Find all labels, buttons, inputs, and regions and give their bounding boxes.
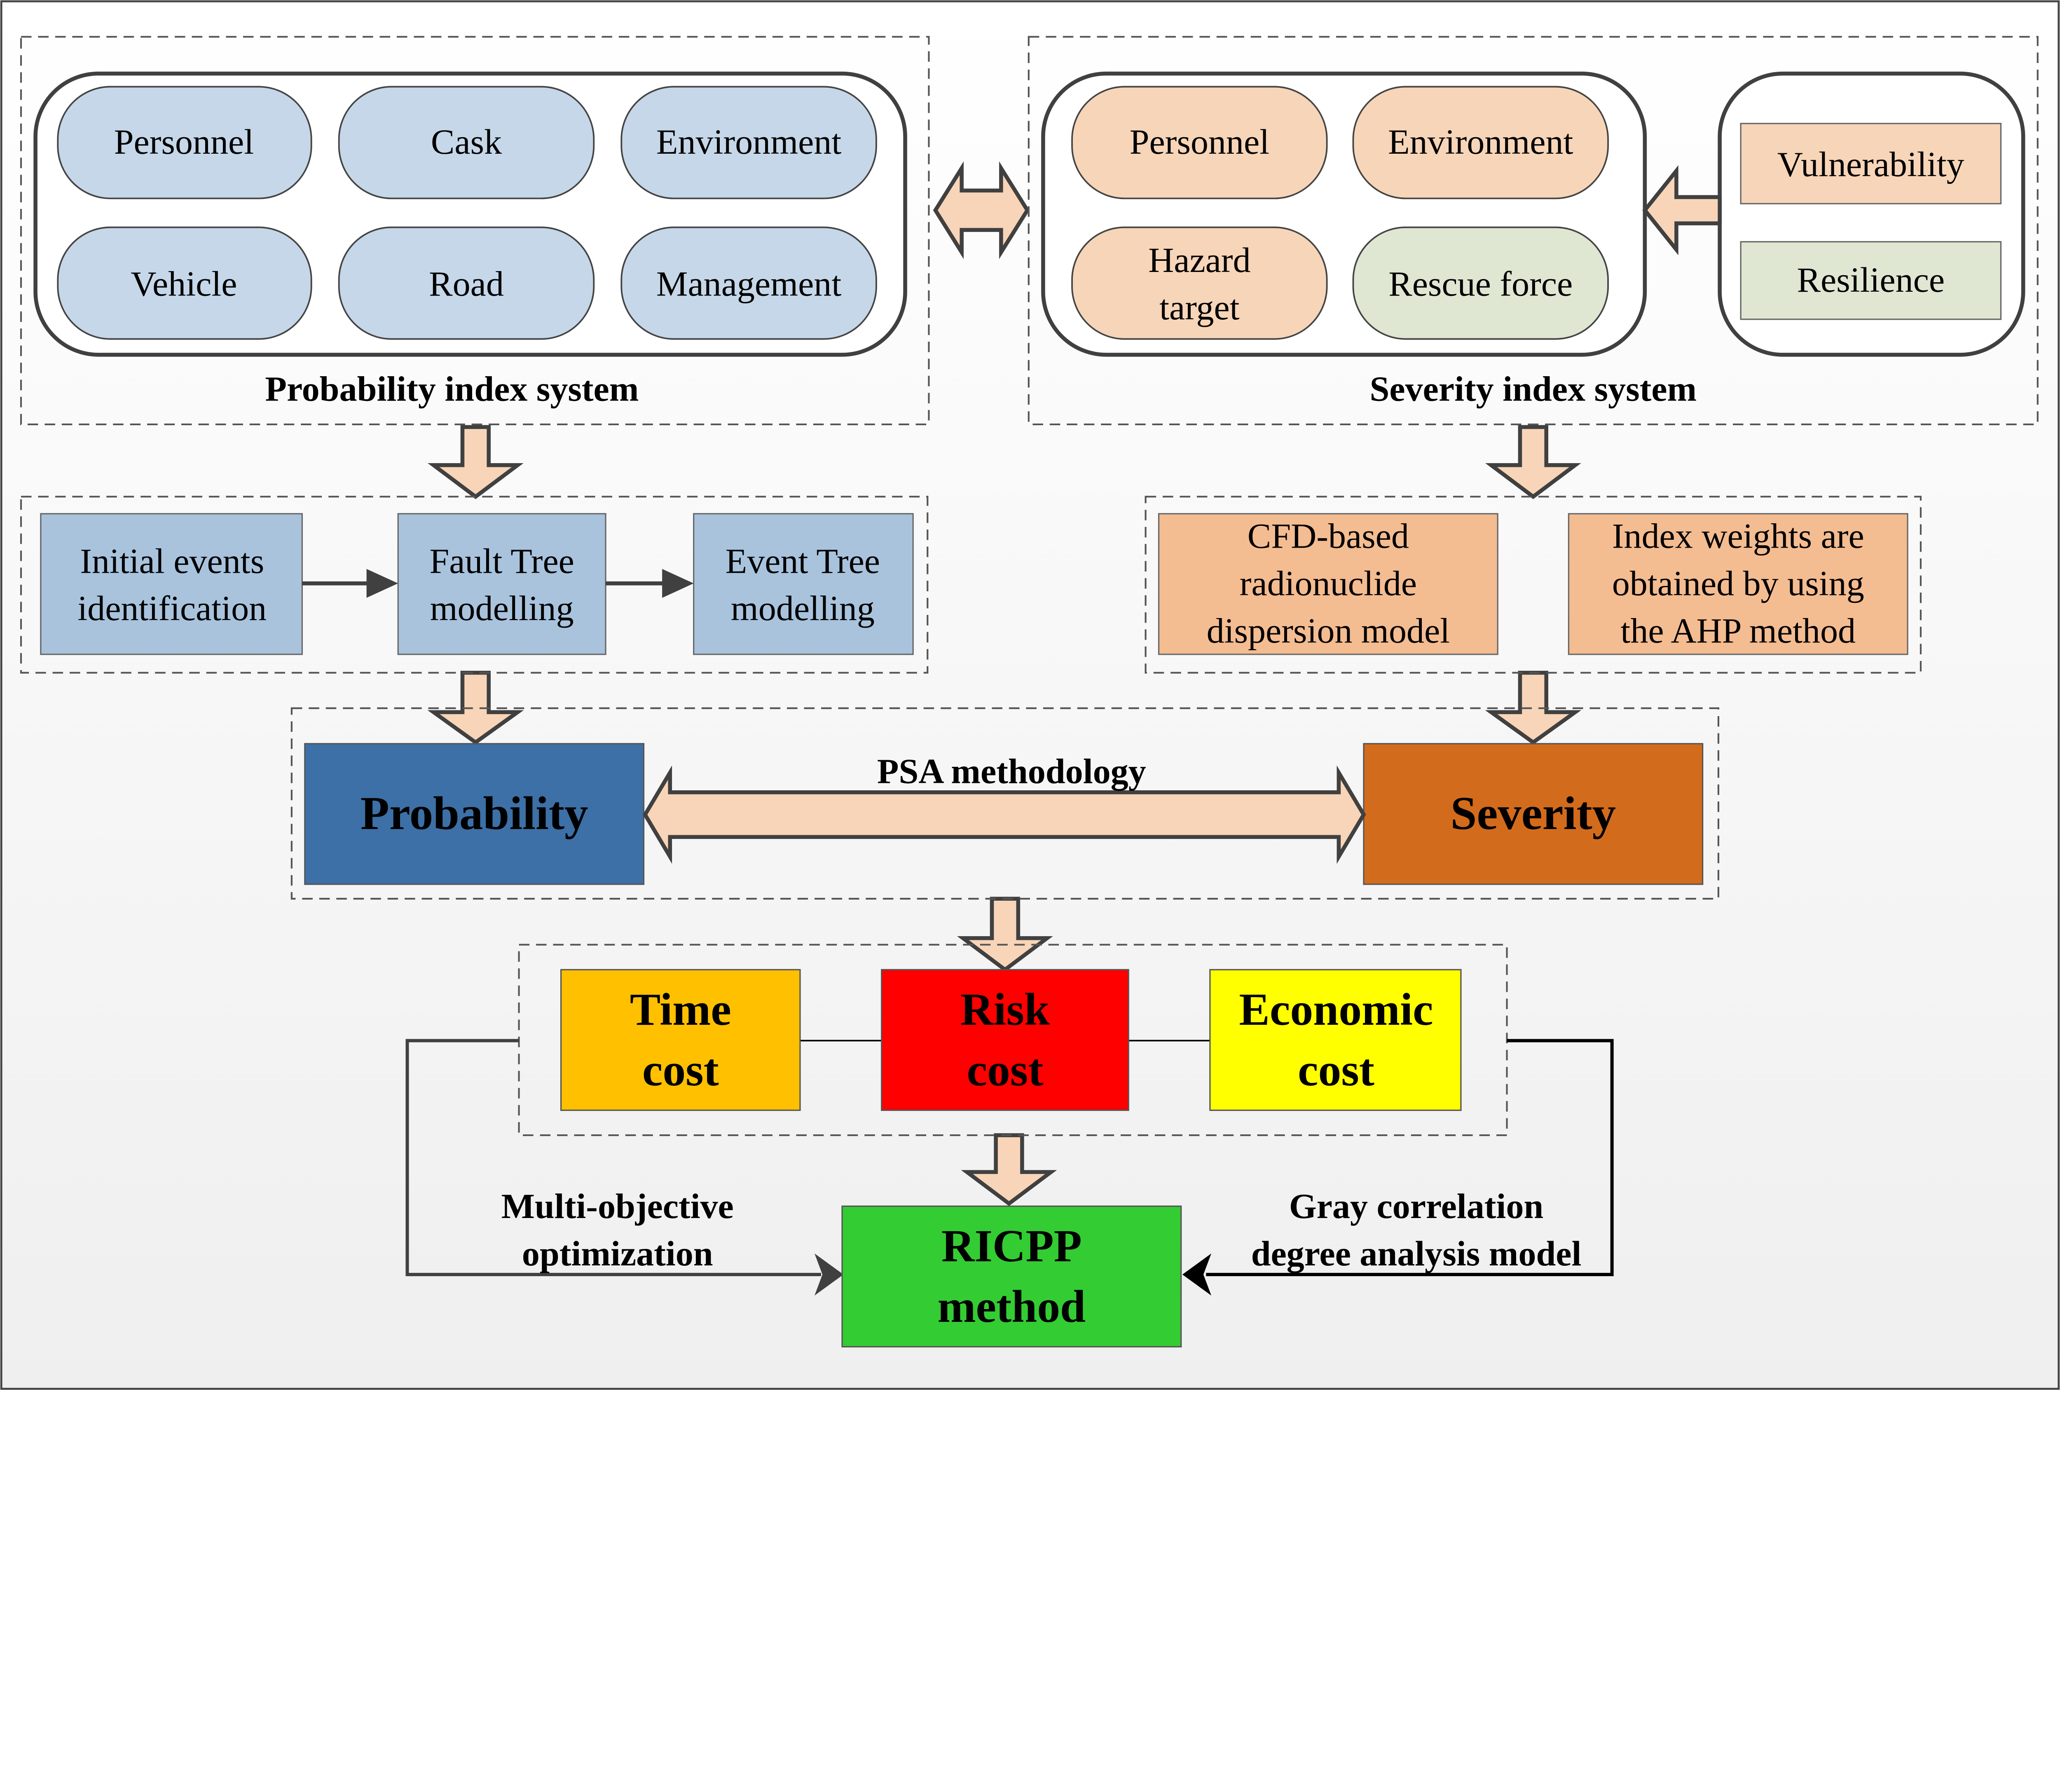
factor-vehicle [57,226,312,340]
severity-steps-panel: CFD-based radionuclide dispersion model … [1145,496,1922,674]
label: Index weights are [1612,516,1864,556]
label: Hazard [1148,240,1250,280]
label: Multi-objective [501,1186,734,1226]
label: Economic [1239,984,1433,1035]
label: Vulnerability [1777,144,1964,184]
label: Environment [1388,122,1573,162]
attribute-resilience [1740,241,2002,320]
down-arrow-icon [427,670,524,745]
severity-box [1363,743,1704,885]
label: Personnel [114,122,254,162]
label: method [938,1281,1086,1332]
factor-personnel [1071,86,1328,199]
psa-label: PSA methodology [877,752,1146,791]
label: dispersion model [1207,611,1450,650]
arrow-right-icon [662,569,694,598]
label: obtained by using [1612,564,1864,603]
label: Resilience [1797,260,1945,300]
label: modelling [430,588,574,628]
down-arrow-icon [427,425,524,499]
diagram: Personnel Cask Environment Vehicle Road … [0,0,2060,1390]
label: Cask [431,122,502,162]
label: Initial events [80,541,264,581]
label: optimization [522,1234,713,1273]
economic-cost-box [1209,969,1462,1111]
label: CFD-based [1248,516,1409,556]
down-arrow-icon [961,1133,1057,1206]
arrow-left-icon [1182,1253,1212,1296]
step-ahp-weights [1568,513,1908,655]
label: cost [1298,1045,1374,1096]
label: Event Tree [726,541,880,581]
label: Vehicle [131,264,237,303]
factor-road [338,226,595,340]
label: Environment [656,122,842,162]
arrow-right-icon [815,1253,844,1296]
down-arrow-icon [957,897,1053,972]
severity-index-panel: Personnel Environment Hazard target Resc… [1028,36,2039,426]
probability-box [304,743,645,885]
probability-steps-panel: Initial events identification Fault Tree… [20,496,929,674]
left-connector [405,1039,821,1277]
label: cost [967,1045,1043,1096]
factor-cask [338,86,595,199]
arrow-right-icon [366,569,398,598]
factor-environment [1352,86,1609,199]
factor-environment [620,86,877,199]
factor-hazard-target [1071,226,1328,340]
label: RICPP [941,1221,1082,1272]
time-cost-box [560,969,801,1111]
label: Probability [360,787,588,839]
attribute-vulnerability [1740,123,2002,204]
down-arrow-icon [1485,670,1582,745]
label: identification [77,588,267,628]
risk-cost-box [881,969,1129,1111]
step-initial-events [40,513,303,655]
label: Risk [960,984,1050,1035]
label: cost [642,1045,719,1096]
factor-management [620,226,877,340]
label: radionuclide [1240,564,1417,603]
step-fault-tree [397,513,606,655]
probability-index-panel: Personnel Cask Environment Vehicle Road … [20,36,930,426]
right-connector [1206,1039,1614,1277]
label: modelling [731,588,875,628]
psa-panel: Probability Severity PSA methodology [290,707,1719,900]
label: Time [630,984,731,1035]
label: Rescue force [1388,264,1573,303]
label: Personnel [1130,122,1269,162]
label: Road [429,264,504,303]
double-arrow-icon [933,161,1030,259]
double-arrow-icon [643,765,1366,864]
label: Fault Tree [429,541,574,581]
label: Management [656,264,841,303]
label: the AHP method [1620,611,1856,650]
step-event-tree [693,513,914,655]
factor-personnel [57,86,312,199]
panel-title: Severity index system [1369,369,1697,409]
factor-rescue-force [1352,226,1609,340]
costs-panel: Time cost Risk cost Economic cost [518,944,1508,1136]
down-arrow-icon [1485,425,1581,499]
label: Severity [1451,787,1616,839]
ricpp-method-box [841,1205,1182,1348]
label: Gray correlation [1289,1186,1544,1226]
label: degree analysis model [1251,1234,1582,1273]
panel-title: Probability index system [265,369,639,409]
left-arrow-icon [1642,165,1722,255]
label: target [1159,288,1239,327]
step-cfd-model [1158,513,1498,655]
